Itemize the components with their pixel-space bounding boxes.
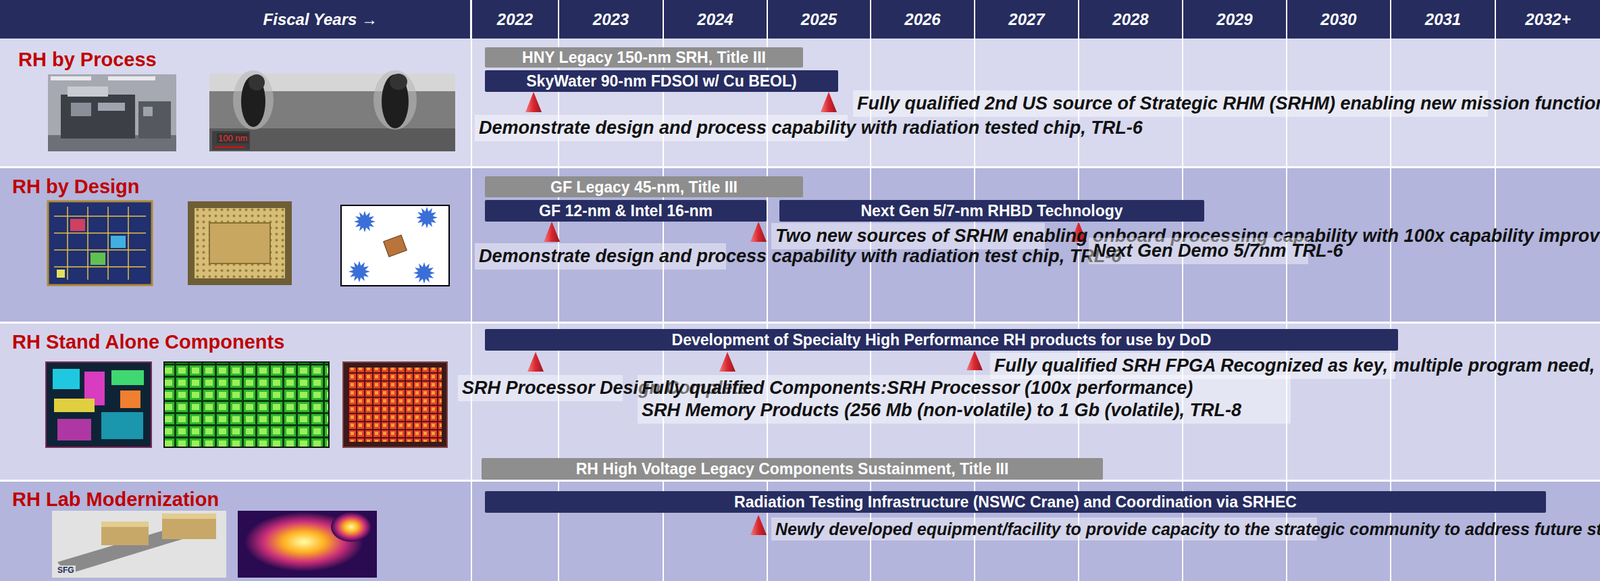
row-heading: RH by Process (18, 48, 157, 71)
milestone-callout: Newly developed equipment/facility to pr… (771, 517, 1318, 541)
bar-label: HNY Legacy 150-nm SRH, Title III (522, 47, 766, 67)
callout-text: SRH Processor (100x performance) (886, 376, 1193, 400)
callout-text: SRH Memory Products (256 Mb (non-volatil… (641, 399, 1242, 422)
legacy-bar: HNY Legacy 150-nm SRH, Title III (484, 47, 804, 68)
milestone-callout: SRH Processor Design Complete (457, 374, 623, 402)
milestone-callout: Fully qualified Components:SRH Processor… (637, 374, 1291, 424)
bar-label: Development of Specialty High Performanc… (672, 330, 1212, 350)
milestone-callout: Fully qualified SRH FPGA Recognized as k… (990, 352, 1396, 379)
milestone-callout: Demonstrate design and process capabilit… (474, 243, 727, 270)
year-cell: 2026 (871, 0, 974, 39)
processor-layout (45, 362, 152, 448)
year-label: 2027 (1008, 9, 1045, 30)
bar-label: SkyWater 90-nm FDSOI w/ Cu BEOL) (526, 71, 797, 91)
bar-label: RH High Voltage Legacy Components Sustai… (576, 459, 1010, 479)
year-label: 2032+ (1525, 9, 1571, 30)
callout-text: Fully qualified SRH FPGA Recognized as k… (994, 354, 1600, 377)
year-label: 2025 (801, 9, 837, 30)
year-label: 2029 (1216, 9, 1253, 30)
timeline-bar: GF 12-nm & Intel 16-nm (484, 199, 767, 222)
year-cell: 2031 (1391, 0, 1495, 39)
year-cell: 2025 (767, 0, 870, 39)
timeline-bar: SkyWater 90-nm FDSOI w/ Cu BEOL) (484, 70, 839, 92)
year-cell: 2029 (1183, 0, 1286, 39)
year-cell: 2024 (663, 0, 767, 39)
year-cell: 2032+ (1495, 0, 1600, 39)
thermal-image (237, 510, 377, 578)
row-heading: RH Lab Modernization (12, 488, 219, 511)
bar-label: GF 12-nm & Intel 16-nm (538, 201, 713, 221)
timeline-bar: Next Gen 5/7-nm RHBD Technology (779, 199, 1205, 222)
lab-photo (47, 74, 177, 152)
sem-cross-section (209, 70, 456, 152)
year-label: 2026 (904, 9, 941, 30)
milestone-callout: Demonstrate design and process capabilit… (474, 114, 848, 142)
fpga-layout (343, 362, 448, 448)
milestone-callout: Two new sources of SRHM enabling onboard… (771, 222, 1045, 250)
year-label: 2022 (497, 9, 533, 30)
milestone-callout: Fully qualified 2nd US source of Strateg… (853, 90, 1488, 117)
year-cell: 2027 (975, 0, 1078, 39)
callout-text: Newly developed equipment/facility to pr… (775, 519, 1600, 539)
image-label: 100 nm (216, 133, 249, 144)
year-cell: 2023 (559, 0, 663, 39)
test-equipment-photo (52, 510, 227, 578)
callout-text: Next Gen Demo 5/7nm TRL-6 (1092, 239, 1344, 263)
callout-text: Fully qualified Components: (641, 376, 887, 400)
milestone-callout: Next Gen Demo 5/7nm TRL-6 (1088, 237, 1309, 265)
chip-layout (47, 201, 152, 286)
milestone-triangles (525, 91, 1087, 535)
year-label: 2024 (697, 9, 733, 30)
year-label: 2023 (592, 9, 629, 30)
year-cell: 2030 (1287, 0, 1390, 39)
year-cell: 2028 (1079, 0, 1182, 39)
column-gridlines (471, 38, 1496, 581)
timeline-bar: Radiation Testing Infrastructure (NSWC C… (484, 491, 1546, 513)
row-heading: RH Stand Alone Components (12, 330, 285, 354)
bar-label: Next Gen 5/7-nm RHBD Technology (860, 201, 1123, 221)
memory-layout (164, 362, 329, 448)
chip-die (187, 201, 292, 286)
timeline-bar: Development of Specialty High Performanc… (484, 328, 1399, 351)
radiation-chip-sketch (341, 205, 450, 286)
row-heading: RH by Design (12, 175, 140, 198)
header-cell: Fiscal Years → (0, 0, 471, 39)
legacy-bar: GF Legacy 45-nm, Title III (484, 176, 804, 198)
year-cell: 2022 (472, 0, 558, 39)
year-label: 2030 (1320, 9, 1357, 30)
year-label: 2028 (1112, 9, 1149, 30)
header-label: Fiscal Years → (263, 9, 378, 30)
image-label: SFG (56, 565, 76, 575)
callout-text: Fully qualified 2nd US source of Strateg… (857, 92, 1600, 115)
bar-label: GF Legacy 45-nm, Title III (550, 177, 738, 197)
callout-text: Demonstrate design and process capabilit… (478, 116, 1143, 140)
legacy-bar: RH High Voltage Legacy Components Sustai… (481, 457, 1103, 480)
year-label: 2031 (1425, 9, 1461, 30)
bar-label: Radiation Testing Infrastructure (NSWC C… (734, 492, 1297, 512)
